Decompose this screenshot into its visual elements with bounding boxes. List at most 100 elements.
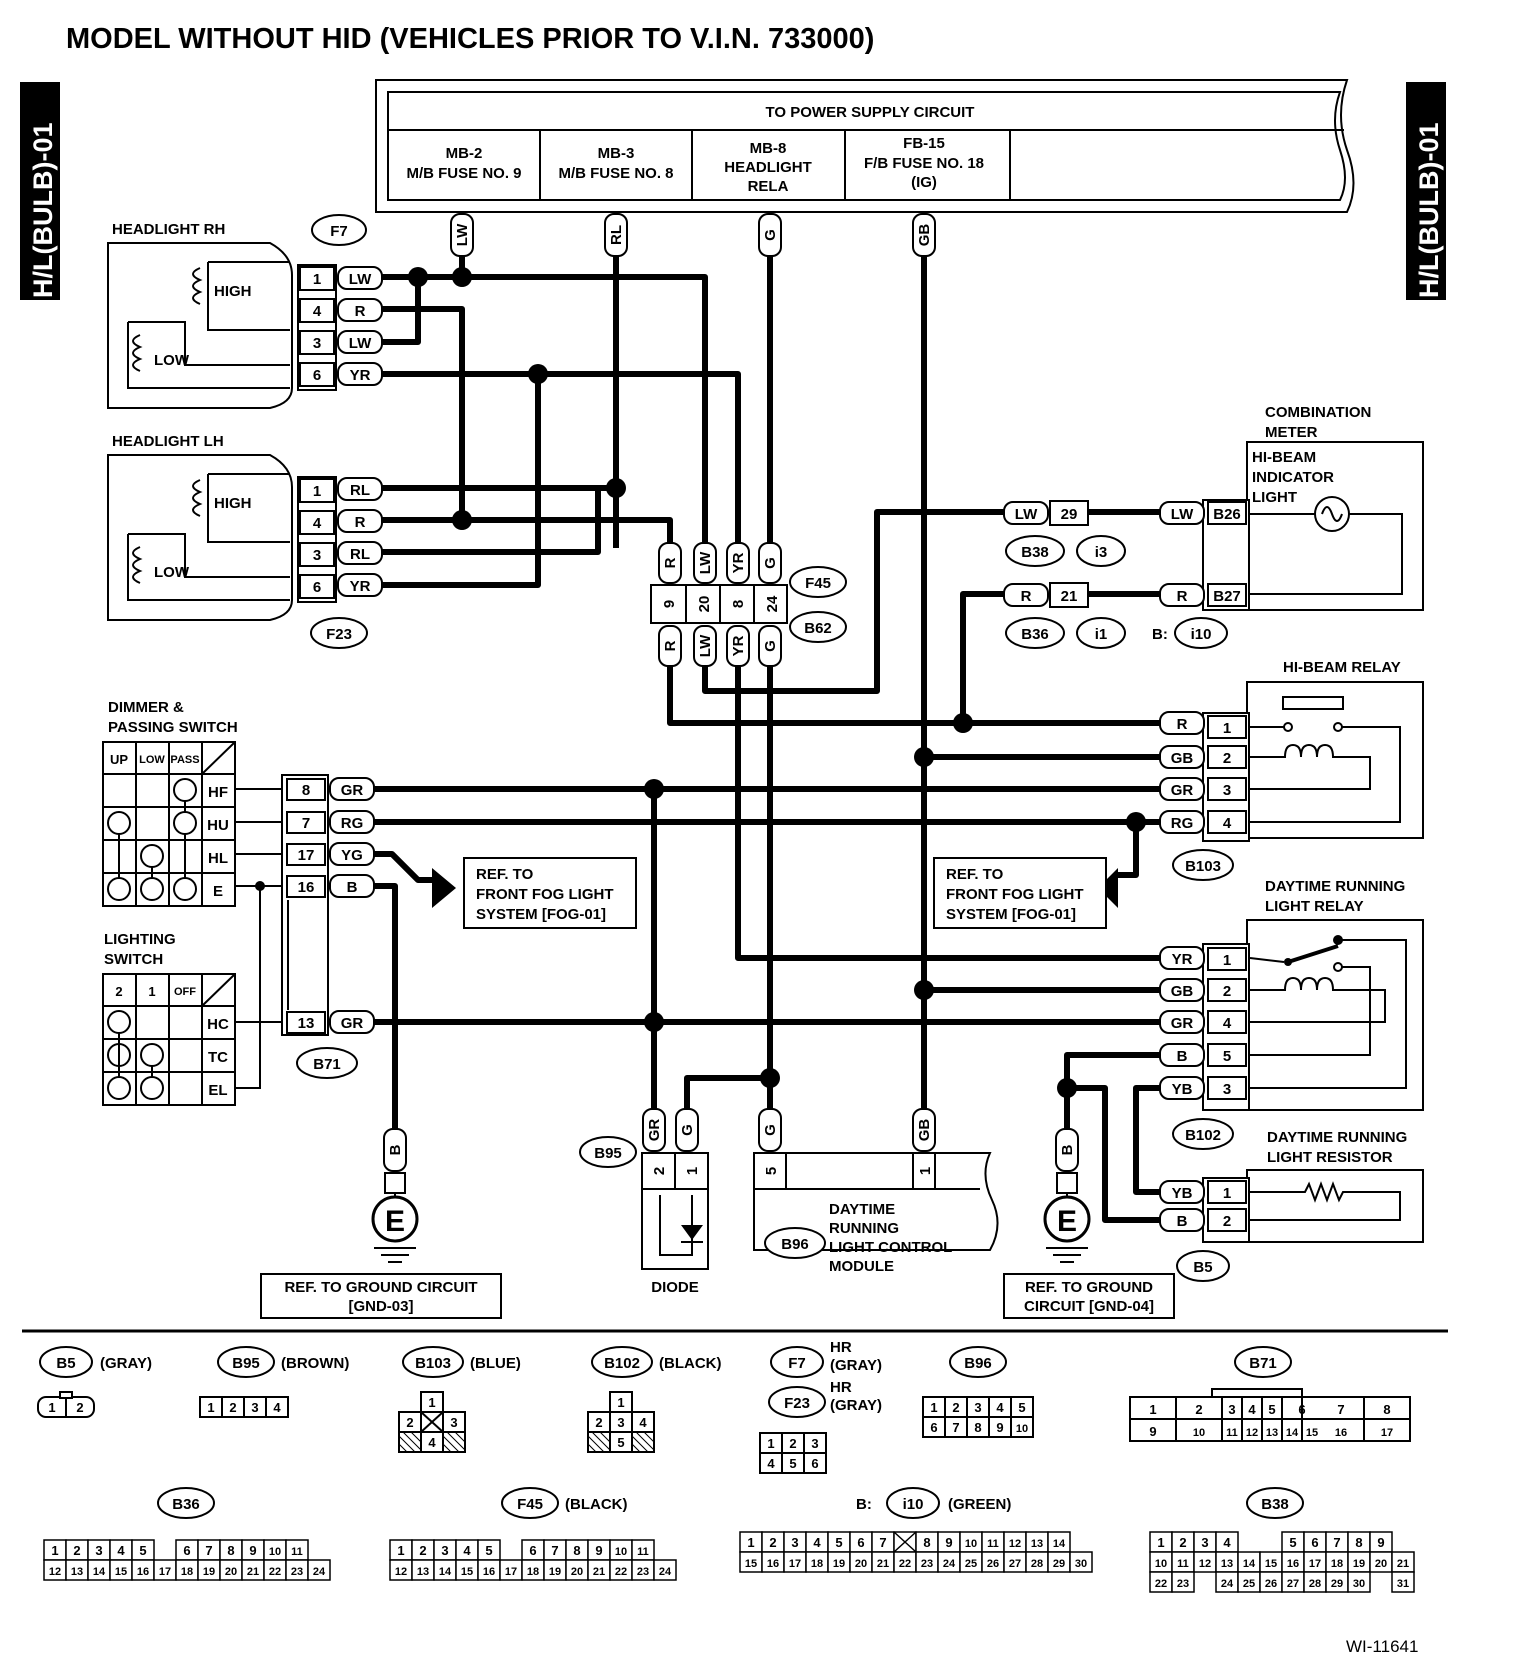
svg-text:26: 26: [1265, 1578, 1277, 1590]
svg-text:9: 9: [595, 1543, 602, 1558]
legend-b5-color: (GRAY): [100, 1355, 152, 1372]
drl-relay-label-1: DAYTIME RUNNING: [1265, 878, 1405, 895]
svg-text:20: 20: [855, 1558, 867, 1570]
svg-text:1: 1: [51, 1543, 58, 1558]
dimmer-row-e: E: [213, 883, 223, 900]
svg-text:11: 11: [1226, 1427, 1238, 1439]
connector-f45-b62: 9 20 8 24 R LW YR G R LW YR G F45 B62: [650, 542, 847, 667]
gnd04-ref-1: REF. TO GROUND: [1025, 1279, 1153, 1296]
drl-wire-yb: YB: [1172, 1081, 1193, 1098]
svg-text:10: 10: [615, 1546, 627, 1558]
res-wire-yb: YB: [1172, 1185, 1193, 1202]
legend-b36-id: B36: [172, 1496, 200, 1513]
ground-gnd03: B E REF. TO GROUND CIRCUIT [GND-03]: [260, 1128, 502, 1319]
tag-gb-top: GB: [916, 224, 933, 247]
b5-id: B5: [1193, 1259, 1212, 1276]
drl-pin-4: 4: [1223, 1015, 1232, 1032]
dimmer-col-up: UP: [110, 752, 128, 767]
svg-text:2: 2: [789, 1436, 796, 1451]
svg-text:1: 1: [1157, 1535, 1164, 1550]
svg-text:3: 3: [974, 1400, 981, 1415]
b96-pin-1: 1: [917, 1167, 934, 1175]
junction-dots: [408, 267, 1146, 1098]
meter-label-1: COMBINATION: [1265, 404, 1371, 421]
svg-text:17: 17: [1309, 1558, 1321, 1570]
svg-text:3: 3: [1228, 1402, 1235, 1417]
drl-resistor: DAYTIME RUNNING LIGHT RESISTOR 1 2 YB B …: [1159, 1129, 1424, 1282]
svg-text:1: 1: [1149, 1402, 1156, 1417]
f7-pin-6: 6: [313, 367, 321, 384]
gnd04-e: E: [1057, 1205, 1077, 1238]
svg-text:15: 15: [461, 1566, 473, 1578]
svg-text:15: 15: [745, 1558, 757, 1570]
svg-text:2: 2: [1195, 1402, 1202, 1417]
svg-text:23: 23: [1177, 1578, 1189, 1590]
svg-text:4: 4: [767, 1456, 775, 1471]
connector-b38-b36: LW 29 R 21 B38 i3 B36 i1 B: i10: [1003, 500, 1228, 649]
svg-text:12: 12: [395, 1566, 407, 1578]
lighting-col-2: 2: [115, 984, 122, 999]
svg-text:20: 20: [571, 1566, 583, 1578]
headlight-lh-high: HIGH: [214, 495, 252, 512]
fuse-mb2-name: MB-2: [446, 145, 483, 162]
tag-g-top: G: [762, 229, 779, 241]
headlight-rh-high: HIGH: [214, 283, 252, 300]
svg-text:12: 12: [1009, 1538, 1021, 1550]
svg-text:13: 13: [71, 1566, 83, 1578]
res-wire-b: B: [1177, 1213, 1188, 1230]
svg-text:5: 5: [1018, 1400, 1025, 1415]
hbr-pin-2: 2: [1223, 750, 1231, 767]
svg-text:10: 10: [269, 1546, 281, 1558]
ref-fog-right-1: REF. TO: [946, 866, 1004, 883]
svg-text:18: 18: [527, 1566, 539, 1578]
f23-pin-6: 6: [313, 579, 321, 596]
legend-b102-color: (BLACK): [659, 1355, 721, 1372]
svg-text:19: 19: [203, 1566, 215, 1578]
svg-text:29: 29: [1331, 1578, 1343, 1590]
svg-text:26: 26: [987, 1558, 999, 1570]
b71-wire-rg: RG: [341, 815, 364, 832]
drl-module-2: RUNNING: [829, 1220, 899, 1237]
svg-text:5: 5: [789, 1456, 796, 1471]
b36-pin-21: 21: [1061, 588, 1078, 605]
b95-pin-2: 2: [651, 1167, 668, 1175]
f23-pin-4: 4: [313, 515, 322, 532]
svg-text:1: 1: [767, 1436, 774, 1451]
legend-b38-id: B38: [1261, 1496, 1289, 1513]
meter-b26: B26: [1213, 506, 1241, 523]
f45-top-g: G: [762, 557, 779, 569]
f7-wire-yr: YR: [350, 367, 371, 384]
svg-text:30: 30: [1353, 1578, 1365, 1590]
svg-text:6: 6: [811, 1456, 818, 1471]
svg-text:5: 5: [139, 1543, 146, 1558]
svg-text:24: 24: [943, 1558, 956, 1570]
drl-pin-1: 1: [1223, 952, 1231, 969]
legend-f7-note: HR: [830, 1339, 852, 1356]
b95-wire-g: G: [679, 1124, 696, 1136]
drl-module-4: MODULE: [829, 1258, 894, 1275]
drl-resistor-label-1: DAYTIME RUNNING: [1267, 1129, 1407, 1146]
svg-text:13: 13: [1031, 1538, 1043, 1550]
legend-i10-prefix: B:: [856, 1496, 872, 1513]
svg-text:4: 4: [996, 1400, 1004, 1415]
f45-id: F45: [805, 575, 831, 592]
svg-text:1: 1: [428, 1395, 435, 1410]
svg-text:16: 16: [137, 1566, 149, 1578]
diode-b95: B95 GR G 2 1 DIODE: [579, 1108, 709, 1296]
fuse-mb2-desc: M/B FUSE NO. 9: [406, 165, 521, 182]
res-pin-2: 2: [1223, 1213, 1231, 1230]
svg-text:23: 23: [637, 1566, 649, 1578]
legend-b5-id: B5: [56, 1355, 75, 1372]
headlight-lh-label: HEADLIGHT LH: [112, 433, 224, 450]
svg-text:16: 16: [483, 1566, 495, 1578]
svg-text:6: 6: [183, 1543, 190, 1558]
svg-text:18: 18: [1331, 1558, 1343, 1570]
drl-wire-gr: GR: [1171, 1015, 1194, 1032]
hbr-wire-r: R: [1177, 716, 1188, 733]
svg-text:4: 4: [273, 1400, 281, 1415]
svg-text:6: 6: [1298, 1402, 1305, 1417]
svg-text:16: 16: [1287, 1558, 1299, 1570]
svg-text:12: 12: [1199, 1558, 1211, 1570]
f23-wire-rl-1: RL: [350, 482, 370, 499]
